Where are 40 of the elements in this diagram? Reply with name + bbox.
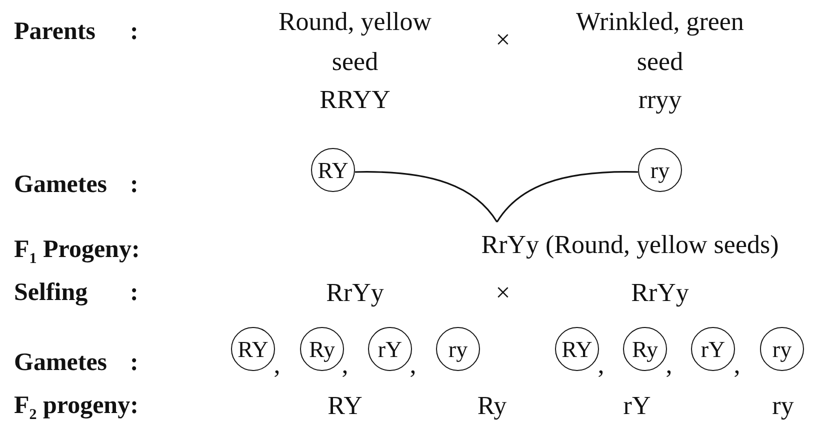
offspring-text: RrYy (Round, yellow seeds) [481,222,779,260]
connector-line [496,171,638,222]
genotype-text: rryy [638,84,682,116]
row-heading: Selfing [14,278,88,308]
gamete-circle: ry [436,327,480,371]
colon: : [130,170,138,200]
colon: : [130,17,138,47]
phenotype-text: Round, yellow seed [277,6,433,78]
gamete-circle: ry [760,327,804,371]
comma: , [410,349,416,381]
cross-sign: × [496,277,510,309]
gamete-circle: Ry [300,327,344,371]
gamete-text: ry [772,390,794,422]
gamete-circle: ry [638,148,682,192]
row-heading: Parents [14,17,96,47]
comma: , [342,349,348,381]
comma: , [666,349,672,381]
gamete-text: Ry [477,390,507,422]
comma: , [734,349,740,381]
connector-line [355,171,498,222]
gamete-circle: RY [311,148,355,192]
row-heading: F$_{1}$ Progeny: [14,235,140,269]
gamete-circle: rY [368,327,412,371]
gamete-circle: Ry [623,327,667,371]
gamete-text: rY [623,390,651,422]
cross-sign: × [496,24,510,56]
genotype-text: RrYy [326,277,384,309]
row-heading: F$_{2}$ progeny: [14,391,138,425]
gamete-text: RY [328,390,362,422]
genotype-text: RRYY [320,84,390,116]
comma: , [598,349,604,381]
comma: , [274,349,280,381]
gamete-circle: RY [231,327,275,371]
row-heading: Gametes [14,170,108,200]
colon: : [130,278,138,308]
row-heading: Gametes [14,348,108,378]
genotype-text: RrYy [631,277,689,309]
colon: : [130,348,138,378]
gamete-circle: rY [691,327,735,371]
gamete-circle: RY [555,327,599,371]
